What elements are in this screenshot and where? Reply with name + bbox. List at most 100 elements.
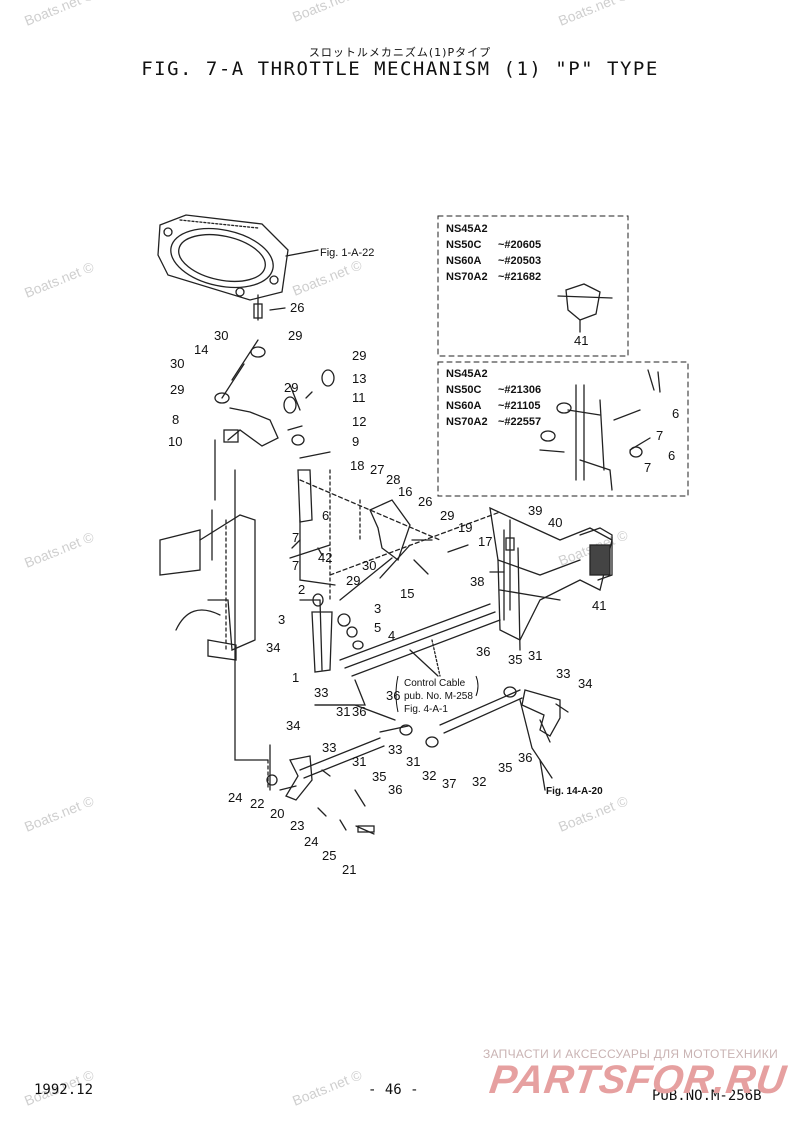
callout: 17 — [478, 534, 492, 549]
callout: 3 — [278, 612, 285, 627]
callout: 30 — [170, 356, 184, 371]
figure-title: FIG. 7-A THROTTLE MECHANISM (1) "P" TYPE — [141, 58, 659, 80]
callout: 31 — [406, 754, 420, 769]
callout: 10 — [168, 434, 182, 449]
callout: 42 — [318, 550, 332, 565]
callout: 29 — [352, 348, 366, 363]
callout: 25 — [322, 848, 336, 863]
inset-bottom-model: NS60A — [446, 400, 482, 412]
inset-top-part: 41 — [574, 333, 588, 348]
figure-subtitle: スロットルメカニズム(1)Pタイプ — [308, 46, 492, 59]
callout: 26 — [418, 494, 432, 509]
callout: 36 — [476, 644, 490, 659]
callout: 3 — [374, 601, 381, 616]
footer-page: - 46 - — [368, 1082, 419, 1098]
callout: 6 — [322, 508, 329, 523]
inset-top-model: NS60A — [446, 255, 482, 267]
callout: 1 — [292, 670, 299, 685]
ref-control-cable-line: Fig. 4-A-1 — [404, 704, 448, 715]
throttle-ring-plate — [157, 214, 289, 301]
callout: 29 — [346, 573, 360, 588]
callout: 28 — [386, 472, 400, 487]
inset-bottom-model: NS45A2 — [446, 368, 488, 380]
callout: 29 — [170, 382, 184, 397]
inset-bottom-model: NS70A2 — [446, 416, 488, 428]
inset-bottom-serial: ~#21105 — [498, 400, 541, 412]
inset-top-model: NS70A2 — [446, 271, 488, 283]
ref-control-cable-line: Control Cable — [404, 678, 466, 689]
callout-labels: 26 30 29 30 14 29 8 10 29 13 11 12 9 29 … — [168, 300, 606, 877]
callout: 5 — [374, 620, 381, 635]
callout: 41 — [592, 598, 606, 613]
callout: 26 — [290, 300, 304, 315]
callout: 30 — [214, 328, 228, 343]
ref-control-cable: Control Cable pub. No. M-258 Fig. 4-A-1 — [404, 678, 473, 715]
callout: 27 — [370, 462, 384, 477]
callout: 18 — [350, 458, 364, 473]
inset-top-model: NS45A2 — [446, 223, 488, 235]
inset-top-serials: NS45A2 NS50C ~#20605 NS60A ~#20503 NS70A… — [446, 223, 541, 283]
callout: 33 — [388, 742, 402, 757]
callout: 34 — [286, 718, 300, 733]
callout: 40 — [548, 515, 562, 530]
ref-fig-14a: Fig. 14-A-20 — [546, 786, 603, 797]
inset-top-model: NS50C — [446, 239, 482, 251]
callout: 36 — [352, 704, 366, 719]
callout: 36 — [518, 750, 532, 765]
callout: 33 — [314, 685, 328, 700]
callout: 36 — [388, 782, 402, 797]
callout: 7 — [292, 558, 299, 573]
ref-control-cable-line: pub. No. M-258 — [404, 691, 473, 702]
ad-logo: PARTSFOR.RU — [486, 1058, 790, 1102]
inset-bottom-part: 7 — [644, 460, 651, 475]
callout: 31 — [528, 648, 542, 663]
callout: 19 — [458, 520, 472, 535]
inset-bottom-serials: NS45A2 NS50C ~#21306 NS60A ~#21105 NS70A… — [446, 368, 541, 428]
callout: 35 — [372, 769, 386, 784]
callout: 36 — [386, 688, 400, 703]
callout: 29 — [288, 328, 302, 343]
callout: 7 — [292, 530, 299, 545]
callout: 14 — [194, 342, 208, 357]
callout: 35 — [498, 760, 512, 775]
callout: 12 — [352, 414, 366, 429]
footer-pub: PUB.NO.M-256B — [652, 1088, 762, 1104]
inset-bottom-part: 7 — [656, 428, 663, 443]
inset-top-serial: ~#20503 — [498, 255, 541, 267]
ad-caption: ЗАПЧАСТИ И АКСЕССУАРЫ ДЛЯ МОТОТЕХНИКИ — [482, 1047, 778, 1061]
callout: 29 — [284, 380, 298, 395]
inset-bottom-serial: ~#22557 — [498, 416, 541, 428]
callout: 8 — [172, 412, 179, 427]
callout: 32 — [472, 774, 486, 789]
callout: 24 — [304, 834, 318, 849]
callout: 33 — [322, 740, 336, 755]
callout: 22 — [250, 796, 264, 811]
inset-bottom-serial: ~#21306 — [498, 384, 541, 396]
callout: 23 — [290, 818, 304, 833]
callout: 33 — [556, 666, 570, 681]
inset-bottom-part: 6 — [672, 406, 679, 421]
inset-top-serial: ~#20605 — [498, 239, 541, 251]
callout: 34 — [578, 676, 592, 691]
callout: 15 — [400, 586, 414, 601]
callout: 9 — [352, 434, 359, 449]
callout: 31 — [336, 704, 350, 719]
ref-fig-1a: Fig. 1-A-22 — [320, 247, 374, 259]
callout: 11 — [352, 390, 366, 405]
callout: 34 — [266, 640, 280, 655]
callout: 38 — [470, 574, 484, 589]
callout: 39 — [528, 503, 542, 518]
callout: 37 — [442, 776, 456, 791]
footer-date: 1992.12 — [34, 1082, 94, 1098]
callout: 20 — [270, 806, 284, 821]
callout: 4 — [388, 628, 395, 643]
inset-bottom-part: 6 — [668, 448, 675, 463]
callout: 13 — [352, 371, 366, 386]
callout: 29 — [440, 508, 454, 523]
callout: 24 — [228, 790, 242, 805]
callout: 32 — [422, 768, 436, 783]
callout: 21 — [342, 862, 356, 877]
callout: 2 — [298, 582, 305, 597]
callout: 30 — [362, 558, 376, 573]
